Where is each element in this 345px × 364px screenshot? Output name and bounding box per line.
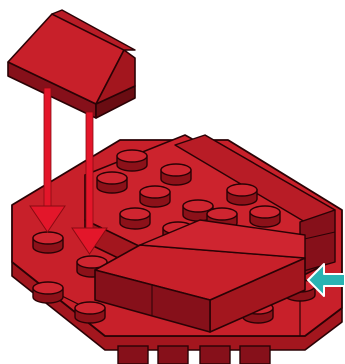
placement-arrow-left [29, 87, 66, 233]
slope-brick-1x2 [7, 9, 136, 119]
placement-arrow-right [71, 111, 108, 255]
plate-underside-notches [117, 345, 271, 364]
attention-arrow [307, 263, 345, 297]
slope-brick-2x2 [94, 219, 306, 333]
